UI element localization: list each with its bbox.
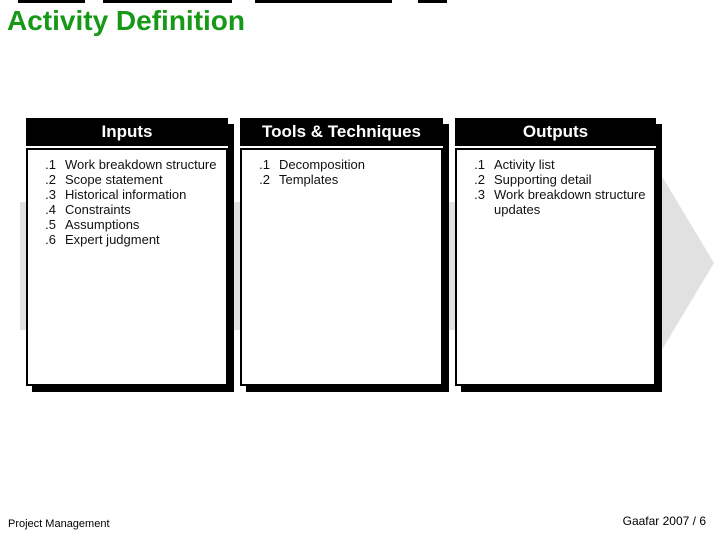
item-label: Work breakdown structure xyxy=(65,157,217,172)
item-label: Decomposition xyxy=(279,157,365,172)
list-item: .2 Templates xyxy=(244,172,439,187)
item-number: .2 xyxy=(259,172,270,187)
item-number: .5 xyxy=(45,217,56,232)
tools-techniques-box-header: Tools & Techniques xyxy=(240,118,443,146)
item-number: .1 xyxy=(45,157,56,172)
item-label: Supporting detail xyxy=(494,172,592,187)
top-edge-artifact xyxy=(18,0,85,3)
list-item: .4 Constraints xyxy=(30,202,224,217)
outputs-box: Outputs .1 Activity list .2 Supporting d… xyxy=(455,118,656,386)
list-item: .2 Scope statement xyxy=(30,172,224,187)
item-number: .3 xyxy=(474,187,485,202)
item-label: Historical information xyxy=(65,187,187,202)
list-item: .3 Work breakdown structure updates xyxy=(459,187,652,217)
item-label: Expert judgment xyxy=(65,232,160,247)
tools-techniques-box-body: .1 Decomposition .2 Templates xyxy=(240,148,443,386)
tools-techniques-box: Tools & Techniques .1 Decomposition .2 T… xyxy=(240,118,443,386)
item-label: Scope statement xyxy=(65,172,163,187)
item-number: .4 xyxy=(45,202,56,217)
list-item: .6 Expert judgment xyxy=(30,232,224,247)
item-number: .1 xyxy=(259,157,270,172)
inputs-box: Inputs .1 Work breakdown structure .2 Sc… xyxy=(26,118,228,386)
list-item: .2 Supporting detail xyxy=(459,172,652,187)
item-label: Constraints xyxy=(65,202,131,217)
top-edge-artifact xyxy=(418,0,447,3)
item-number: .1 xyxy=(474,157,485,172)
top-edge-artifact xyxy=(103,0,232,3)
top-edge-artifact xyxy=(255,0,392,3)
outputs-box-body: .1 Activity list .2 Supporting detail .3… xyxy=(455,148,656,386)
list-item: .1 Activity list xyxy=(459,157,652,172)
inputs-box-body: .1 Work breakdown structure .2 Scope sta… xyxy=(26,148,228,386)
list-item: .5 Assumptions xyxy=(30,217,224,232)
item-label: Work breakdown structure updates xyxy=(494,187,646,217)
item-number: .2 xyxy=(474,172,485,187)
item-label: Activity list xyxy=(494,157,555,172)
item-label: Assumptions xyxy=(65,217,140,232)
list-item: .1 Decomposition xyxy=(244,157,439,172)
list-item: .1 Work breakdown structure xyxy=(30,157,224,172)
item-number: .3 xyxy=(45,187,56,202)
outputs-box-header: Outputs xyxy=(455,118,656,146)
inputs-box-header: Inputs xyxy=(26,118,228,146)
page-title: Activity Definition xyxy=(7,5,246,36)
footer-author-page: Gaafar 2007 / 6 xyxy=(622,514,706,528)
list-item: .3 Historical information xyxy=(30,187,224,202)
item-number: .6 xyxy=(45,232,56,247)
item-label: Templates xyxy=(279,172,339,187)
item-number: .2 xyxy=(45,172,56,187)
footer-course-name: Project Management xyxy=(8,518,110,530)
